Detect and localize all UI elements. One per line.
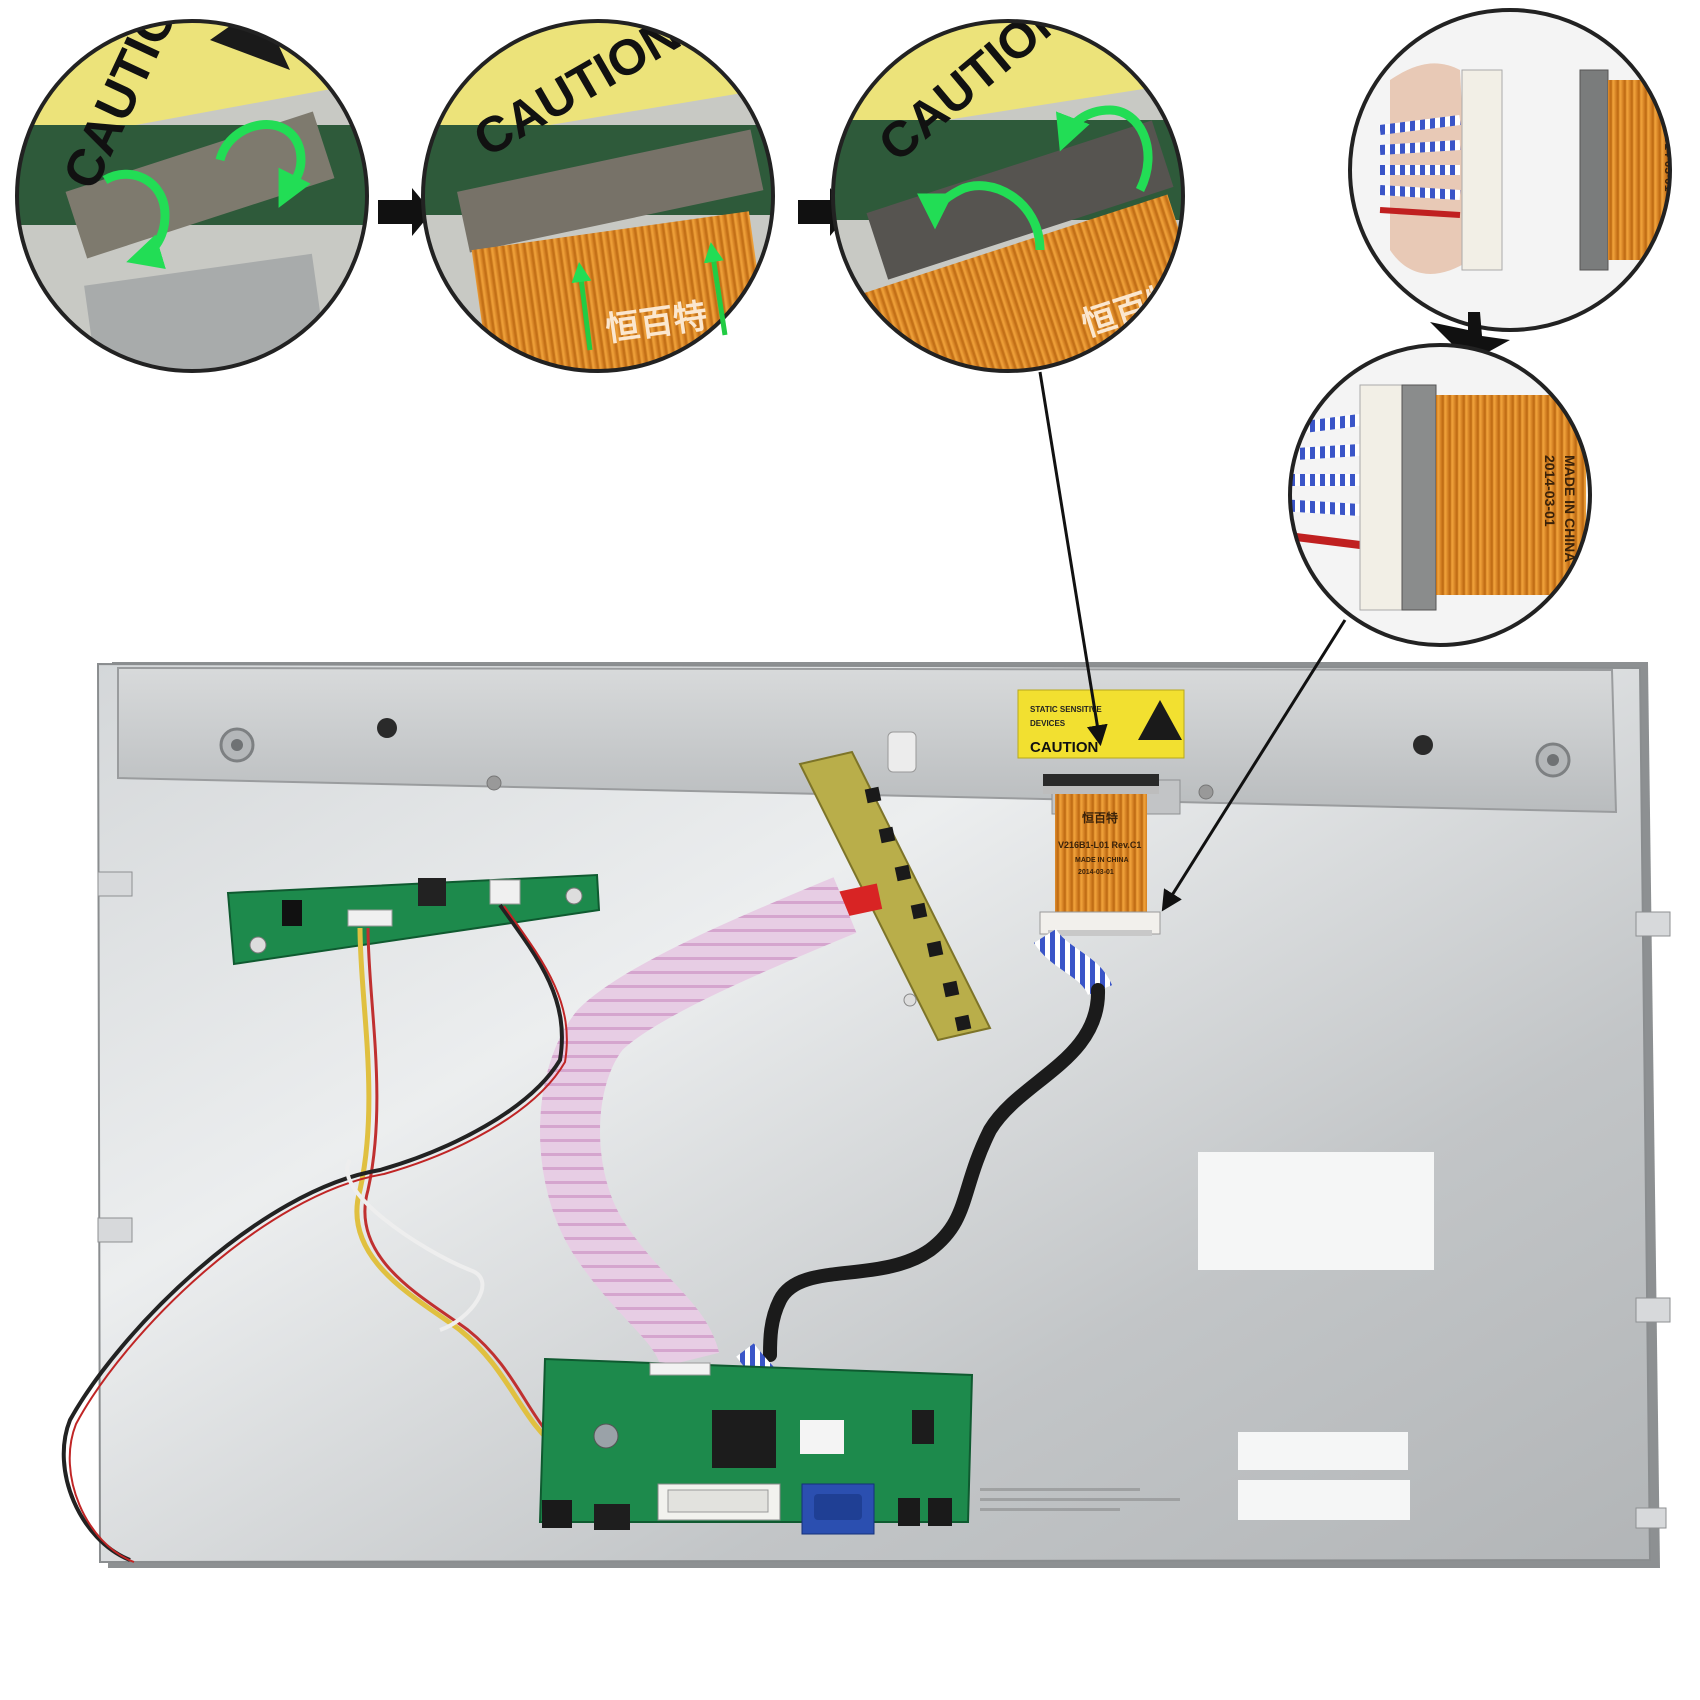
- inverter-wires: [61, 903, 568, 1563]
- static-sensitive-text: STATIC SENSITIVE: [1030, 705, 1102, 714]
- rotate-close-right-icon: [1055, 105, 1153, 193]
- insert-arrow-right-icon: [703, 242, 728, 336]
- zoom-lvds-separated: 2014-03-01: [1348, 8, 1676, 332]
- fpc-model-text: V216B1-L01 Rev.C1: [1058, 840, 1141, 850]
- zoom-made-in-text: MADE IN CHINA: [1562, 455, 1578, 562]
- zoom-step-2: CAUTION 恒百特: [421, 19, 775, 373]
- zoom-lvds-connected: MADE IN CHINA 2014-03-01: [1288, 343, 1592, 647]
- keypad-ribbon-cable: [540, 877, 857, 1369]
- panel-connector: 恒百特 V216B1-L01 Rev.C1 MADE IN CHINA 2014…: [1039, 774, 1161, 936]
- pointer-arrow-fpc-icon: [1038, 371, 1108, 747]
- pointer-arrow-lvds-icon: [1161, 619, 1347, 912]
- fpc-brand-text: 恒百特: [1082, 810, 1118, 825]
- devices-text: DEVICES: [1030, 719, 1066, 728]
- inverter-board: [226, 873, 601, 966]
- step-arrow-down-icon: [1430, 312, 1510, 362]
- fpc-date-text: 2014-03-01: [1078, 869, 1114, 876]
- controller-board: [538, 1357, 974, 1535]
- zoom-step-3: CAUTION 恒百特: [831, 19, 1185, 373]
- rotate-open-right-icon: [215, 120, 311, 208]
- zoom-date-text: 2014-03-01: [1542, 455, 1558, 527]
- zoom-step-1: CAUTION: [15, 19, 369, 373]
- step-arrow-1-icon: [378, 188, 432, 236]
- insert-arrow-left-icon: [571, 262, 593, 351]
- caution-label-text: CAUTION: [1030, 739, 1098, 756]
- rotate-open-left-icon: [102, 169, 170, 270]
- rotate-close-left-icon: [917, 181, 1045, 251]
- caution-label: CAUTION STATIC SENSITIVE DEVICES: [1017, 689, 1185, 759]
- zoom-lvds-date-text: 2014-03-01: [1662, 130, 1676, 192]
- fpc-made-in-text: MADE IN CHINA: [1075, 857, 1129, 864]
